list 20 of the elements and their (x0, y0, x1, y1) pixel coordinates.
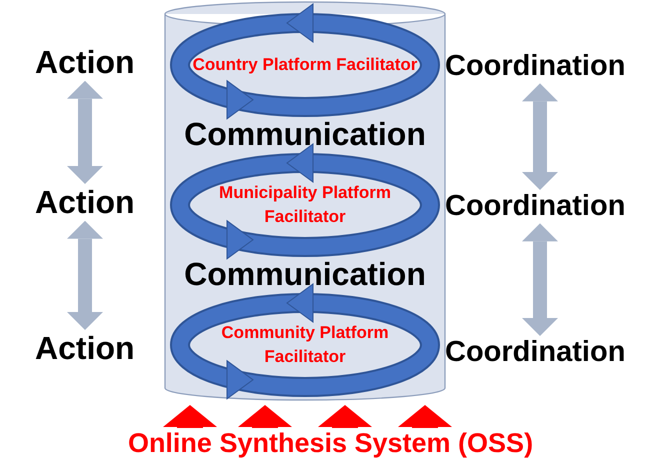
double-arrow (522, 223, 558, 336)
double-arrow (67, 80, 103, 184)
level-label: Action (35, 184, 135, 221)
platform-label: Country Platform Facilitator (192, 54, 418, 76)
level-label: Action (35, 44, 135, 81)
level-label: Coordination (445, 50, 626, 84)
communication-label: Communication (184, 116, 426, 153)
communication-label: Communication (184, 256, 426, 293)
up-arrow (398, 405, 452, 428)
system-label: Online Synthesis System (OSS) (128, 428, 534, 460)
platform-label: Community Platform Facilitator (220, 322, 390, 368)
double-arrow (67, 220, 103, 330)
level-label: Coordination (445, 190, 626, 224)
double-arrow (522, 83, 558, 190)
level-label: Action (35, 330, 135, 367)
up-arrow (163, 405, 217, 428)
up-arrow (238, 405, 292, 428)
platform-label: Municipality Platform Facilitator (218, 182, 392, 228)
level-label: Coordination (445, 336, 626, 370)
up-arrow (318, 405, 372, 428)
